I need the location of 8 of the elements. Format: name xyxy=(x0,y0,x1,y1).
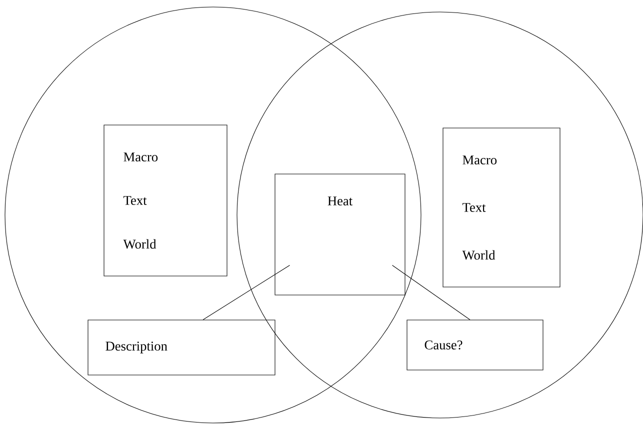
circle xyxy=(236,12,643,418)
text-box: Cause? xyxy=(406,320,544,370)
leader-line xyxy=(202,265,290,320)
text-box: Heat xyxy=(274,174,406,296)
text-box: Macro Text World xyxy=(104,124,228,276)
circle xyxy=(4,6,422,424)
leader-line xyxy=(392,265,470,320)
text-box: Macro Text World xyxy=(442,128,560,288)
